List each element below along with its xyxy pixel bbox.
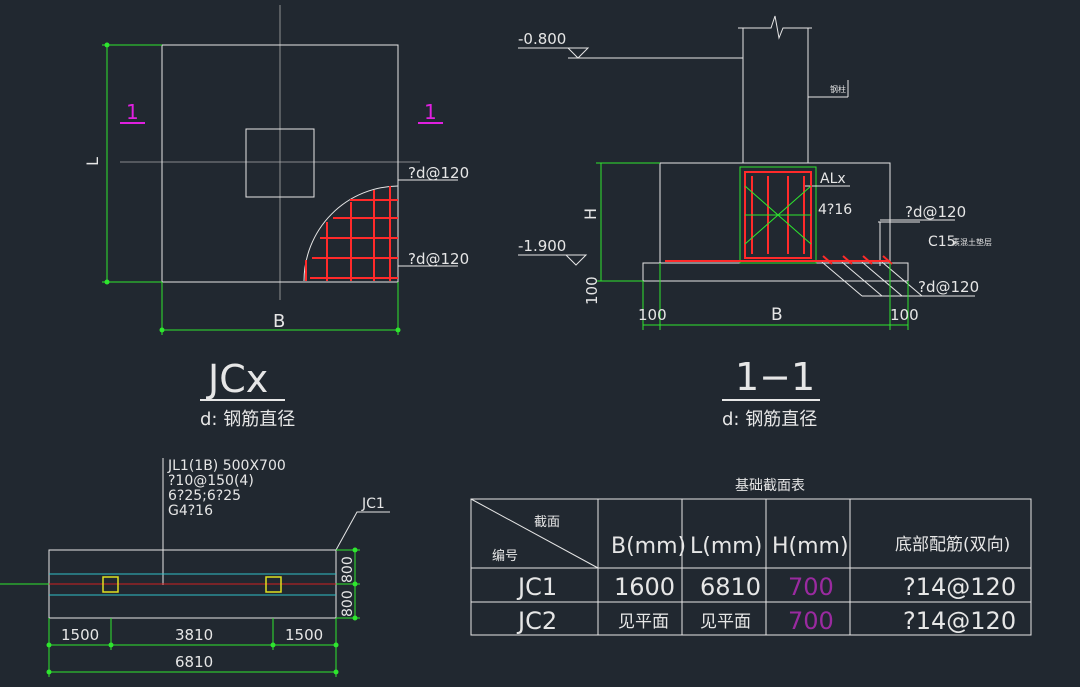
section-dims bbox=[596, 162, 909, 330]
alx-label: ALx bbox=[820, 171, 846, 187]
table-border bbox=[470, 498, 1032, 636]
plan-view bbox=[102, 5, 458, 401]
jc1-label: JC1 bbox=[361, 496, 385, 512]
table-diag-bottom: 编号 bbox=[492, 549, 518, 564]
plan-dim-b-label: B bbox=[273, 311, 285, 332]
cell-h: 700 bbox=[788, 573, 834, 601]
table-header-b: B(mm) bbox=[611, 534, 686, 559]
cell-l: 6810 bbox=[700, 573, 761, 601]
section-subtitle: d: 钢筋直径 bbox=[722, 409, 817, 430]
elev-bottom-label: -1.900 bbox=[518, 237, 566, 255]
rebar-lower-leaders bbox=[821, 261, 975, 297]
table-title: 基础截面表 bbox=[735, 477, 805, 494]
plan-subtitle: d: 钢筋直径 bbox=[200, 409, 295, 430]
section-dim-h-label: H bbox=[581, 208, 600, 220]
cell-id: JC1 bbox=[516, 573, 557, 601]
beam-label-line4: G4?16 bbox=[168, 503, 213, 519]
pedestal-outline bbox=[739, 166, 817, 264]
column-outline bbox=[245, 128, 315, 198]
pedestal-bars-label: 4?16 bbox=[818, 202, 852, 218]
section-dim-100-v: 100 bbox=[583, 276, 601, 305]
plan-dim-ticks bbox=[104, 42, 401, 333]
plan-rebar-top-label: ?d@120 bbox=[408, 164, 469, 182]
footing-outline bbox=[161, 44, 399, 283]
table-diag-top: 截面 bbox=[534, 515, 560, 530]
beam-label-line2: ?10@150(4) bbox=[168, 473, 254, 489]
section-mark-left: 1 bbox=[126, 100, 139, 124]
plan-dim-l-label: L bbox=[83, 157, 102, 166]
pedestal-crossties bbox=[744, 185, 812, 245]
beam-dim-800-top: 800 bbox=[340, 556, 356, 583]
cell-id: JC2 bbox=[516, 607, 557, 635]
plan-dim-b bbox=[161, 282, 399, 335]
table-header-h: H(mm) bbox=[772, 534, 849, 559]
plan-rebar-grid bbox=[305, 186, 398, 281]
section-mark-right: 1 bbox=[424, 100, 437, 124]
table-row-jc2: JC2 见平面 见平面 700 ?14@120 bbox=[516, 607, 1016, 635]
plan-rebar-bottom-label: ?d@120 bbox=[408, 250, 469, 268]
column-break-line bbox=[738, 15, 812, 40]
column-note: 钢柱 bbox=[830, 84, 846, 94]
beam-dim-3810: 3810 bbox=[175, 626, 213, 644]
rebar-lower-label: ?d@120 bbox=[918, 278, 979, 296]
table-header-l: L(mm) bbox=[690, 534, 762, 559]
beam-dim-1500-right: 1500 bbox=[285, 626, 323, 644]
section-dim-right: 100 bbox=[890, 306, 919, 324]
elev-top-label: -0.800 bbox=[518, 30, 566, 48]
elev-marker-top bbox=[567, 47, 590, 59]
section-dim-b: B bbox=[771, 305, 783, 325]
section-table bbox=[470, 498, 1032, 636]
c15-note: 素混土垫层 bbox=[952, 237, 992, 247]
table-row-jc1: JC1 1600 6810 700 ?14@120 bbox=[516, 573, 1016, 601]
section-view bbox=[518, 15, 975, 297]
column-marker-right bbox=[265, 576, 282, 593]
pedestal-rebar bbox=[665, 171, 893, 265]
rebar-upper-label: ?d@120 bbox=[905, 203, 966, 221]
beam-label-line1: JL1(1B) 500X700 bbox=[167, 458, 286, 474]
cell-rebar: ?14@120 bbox=[903, 573, 1016, 601]
elev-marker-bottom bbox=[565, 254, 588, 266]
cushion-layer bbox=[642, 262, 909, 282]
table-diagonal bbox=[470, 498, 599, 569]
cell-b: 见平面 bbox=[618, 612, 669, 632]
cell-b: 1600 bbox=[614, 573, 675, 601]
beam-label-line3: 6?25;6?25 bbox=[168, 488, 241, 504]
plan-dim-l bbox=[102, 44, 162, 283]
cell-l: 见平面 bbox=[700, 612, 751, 632]
section-dim-left: 100 bbox=[638, 306, 667, 324]
beam-dim-1500-left: 1500 bbox=[61, 626, 99, 644]
table-header-rebar: 底部配筋(双向) bbox=[895, 535, 1010, 555]
jc-label-leader bbox=[335, 511, 390, 551]
cell-rebar: ?14@120 bbox=[903, 607, 1016, 635]
c15-label: C15 bbox=[928, 234, 956, 250]
cell-h: 700 bbox=[788, 607, 834, 635]
beam-dim-800-bottom: 800 bbox=[340, 590, 356, 617]
beam-dim-ticks bbox=[46, 547, 358, 675]
beam-dim-total: 6810 bbox=[175, 653, 213, 671]
column-marker-left bbox=[102, 576, 119, 593]
plan-title: JCx bbox=[206, 357, 268, 401]
section-title: 1−1 bbox=[735, 355, 815, 399]
